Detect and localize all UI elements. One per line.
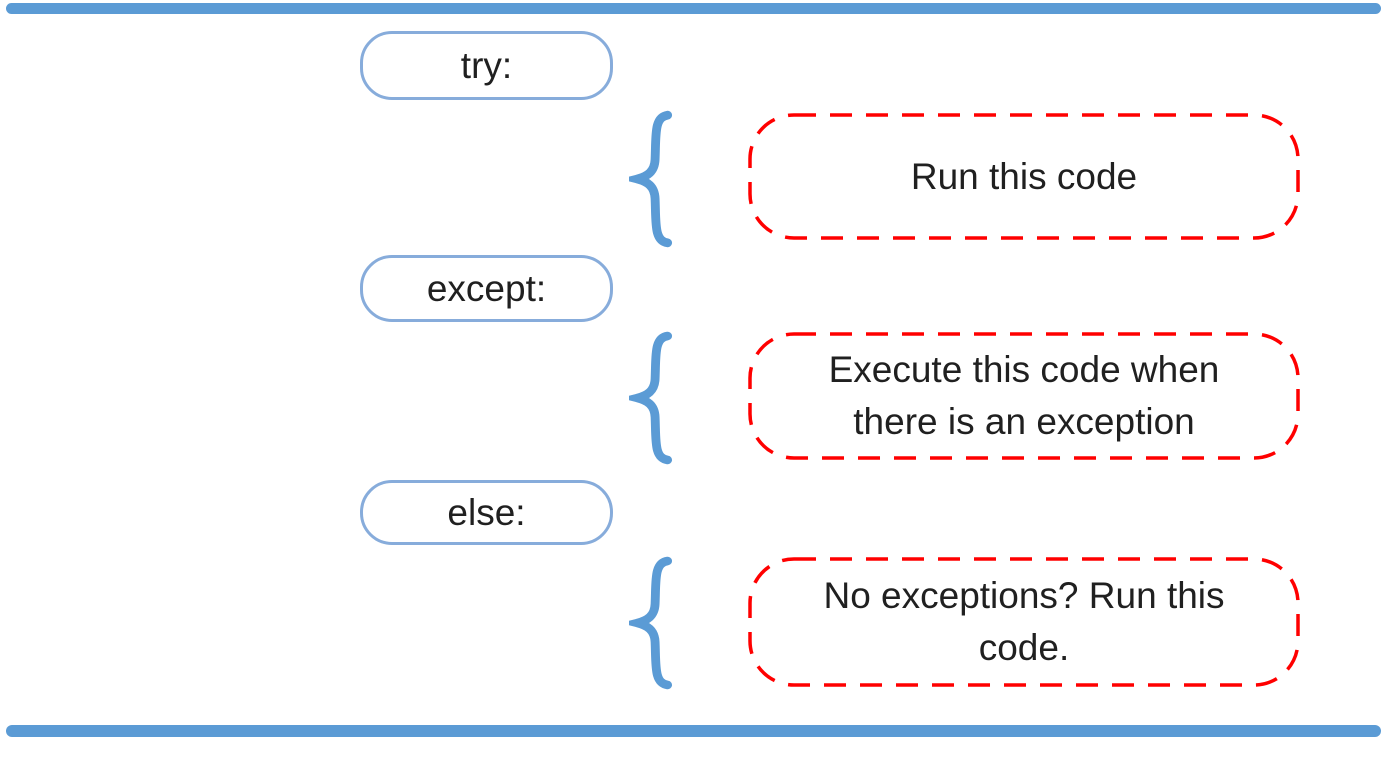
note-box-except: Execute this code when there is an excep… bbox=[748, 332, 1300, 460]
keyword-label-else: else: bbox=[447, 491, 526, 533]
note-text-except: Execute this code when there is an excep… bbox=[748, 332, 1300, 460]
keyword-box-except: except: bbox=[360, 255, 613, 322]
note-line: there is an exception bbox=[853, 401, 1195, 442]
keyword-box-else: else: bbox=[360, 480, 613, 545]
curly-brace-icon bbox=[629, 556, 673, 690]
keyword-box-try: try: bbox=[360, 31, 613, 100]
dashed-border bbox=[748, 557, 1300, 687]
curly-brace-icon bbox=[629, 110, 673, 248]
note-box-try: Run this code bbox=[748, 113, 1300, 240]
note-text-else: No exceptions? Run this code. bbox=[748, 557, 1300, 687]
note-line: No exceptions? Run this bbox=[823, 575, 1225, 616]
curly-brace-icon bbox=[629, 331, 673, 465]
note-line: Run this code bbox=[910, 155, 1138, 197]
top-divider-line bbox=[6, 3, 1381, 14]
dashed-border bbox=[748, 113, 1300, 240]
bottom-divider-line bbox=[6, 725, 1381, 737]
note-text-try: Run this code bbox=[748, 113, 1300, 240]
dashed-border bbox=[748, 332, 1300, 460]
keyword-label-except: except: bbox=[426, 267, 547, 309]
note-box-else: No exceptions? Run this code. bbox=[748, 557, 1300, 687]
note-line: Execute this code when bbox=[828, 349, 1220, 390]
keyword-label-try: try: bbox=[460, 44, 513, 86]
note-line: code. bbox=[978, 627, 1070, 668]
